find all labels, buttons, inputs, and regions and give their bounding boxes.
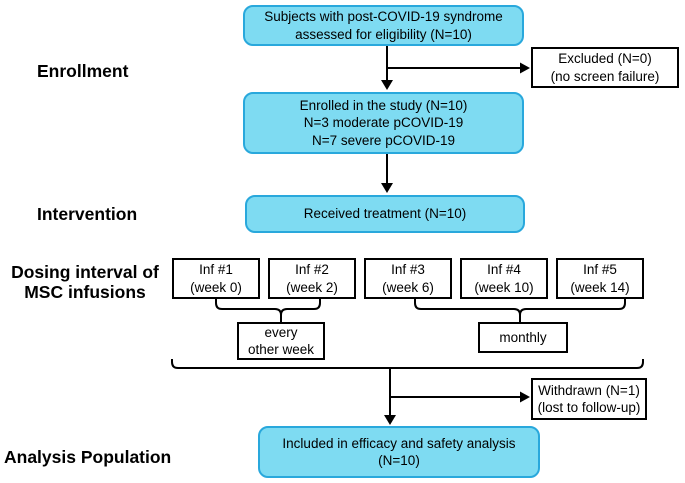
enrolled-box: Enrolled in the study (N=10) N=3 moderat… bbox=[243, 92, 524, 154]
dosing-interval-label: Dosing interval of MSC infusions bbox=[0, 262, 170, 302]
infusion-3-line2: (week 6) bbox=[382, 279, 434, 295]
arrowhead-enrolled bbox=[381, 80, 393, 90]
withdrawn-box: Withdrawn (N=1) (lost to follow-up) bbox=[531, 378, 647, 420]
excluded-box: Excluded (N=0) (no screen failure) bbox=[531, 47, 679, 88]
infusion-2-line2: (week 2) bbox=[286, 279, 338, 295]
monthly-box: monthly bbox=[478, 322, 568, 353]
arrowhead-treatment bbox=[381, 183, 393, 193]
eligibility-box: Subjects with post-COVID-19 syndrome ass… bbox=[243, 5, 524, 46]
arrowhead-excluded bbox=[520, 62, 530, 74]
infusion-box-4: Inf #4 (week 10) bbox=[460, 258, 548, 299]
analysis-box: Included in efficacy and safety analysis… bbox=[258, 426, 540, 478]
dosing-interval-line1: Dosing interval of bbox=[11, 262, 159, 282]
excluded-line1: Excluded (N=0) bbox=[558, 51, 652, 67]
infusion-box-2: Inf #2 (week 2) bbox=[268, 258, 356, 299]
infusion-4-line2: (week 10) bbox=[474, 279, 534, 295]
excluded-line2: (no screen failure) bbox=[550, 68, 660, 84]
withdrawn-line1: Withdrawn (N=1) bbox=[538, 382, 640, 398]
intervention-label: Intervention bbox=[37, 204, 138, 224]
bracket-monthly bbox=[414, 299, 626, 322]
withdrawn-line2: (lost to follow-up) bbox=[537, 400, 641, 415]
enrolled-line2: N=3 moderate pCOVID-19 bbox=[303, 115, 464, 131]
collector-line bbox=[171, 359, 644, 369]
eligibility-line1: Subjects with post-COVID-19 syndrome bbox=[264, 9, 503, 25]
eligibility-line2: assessed for eligibility (N=10) bbox=[295, 26, 472, 42]
bracket-biweekly bbox=[215, 299, 321, 322]
every-other-week-line2: other week bbox=[247, 342, 315, 357]
monthly-line1: monthly bbox=[499, 329, 547, 345]
infusion-1-line2: (week 0) bbox=[190, 279, 242, 295]
infusion-2-line1: Inf #2 bbox=[295, 262, 329, 278]
enrolled-line1: Enrolled in the study (N=10) bbox=[299, 98, 468, 114]
infusion-5-line1: Inf #5 bbox=[583, 262, 617, 278]
enrolled-line3: N=7 severe pCOVID-19 bbox=[312, 132, 455, 148]
treatment-box: Received treatment (N=10) bbox=[245, 195, 525, 233]
analysis-line2: (N=10) bbox=[378, 453, 420, 468]
every-other-week-box: every other week bbox=[237, 322, 325, 360]
treatment-line1: Received treatment (N=10) bbox=[303, 206, 467, 222]
enrollment-label: Enrollment bbox=[37, 61, 129, 81]
infusion-4-line1: Inf #4 bbox=[487, 262, 521, 278]
arrowhead-withdrawn bbox=[520, 391, 530, 403]
infusion-5-line2: (week 14) bbox=[570, 279, 630, 295]
arrowhead-analysis bbox=[384, 415, 396, 425]
infusion-1-line1: Inf #1 bbox=[199, 262, 233, 278]
infusion-box-3: Inf #3 (week 6) bbox=[364, 258, 452, 299]
dosing-interval-line2: MSC infusions bbox=[24, 282, 146, 303]
infusion-box-5: Inf #5 (week 14) bbox=[556, 258, 644, 299]
every-other-week-line1: every bbox=[264, 324, 298, 340]
analysis-line1: Included in efficacy and safety analysis bbox=[282, 435, 516, 451]
infusion-3-line1: Inf #3 bbox=[391, 262, 425, 278]
analysis-population-label: Analysis Population bbox=[4, 447, 172, 467]
infusion-box-1: Inf #1 (week 0) bbox=[172, 258, 260, 299]
